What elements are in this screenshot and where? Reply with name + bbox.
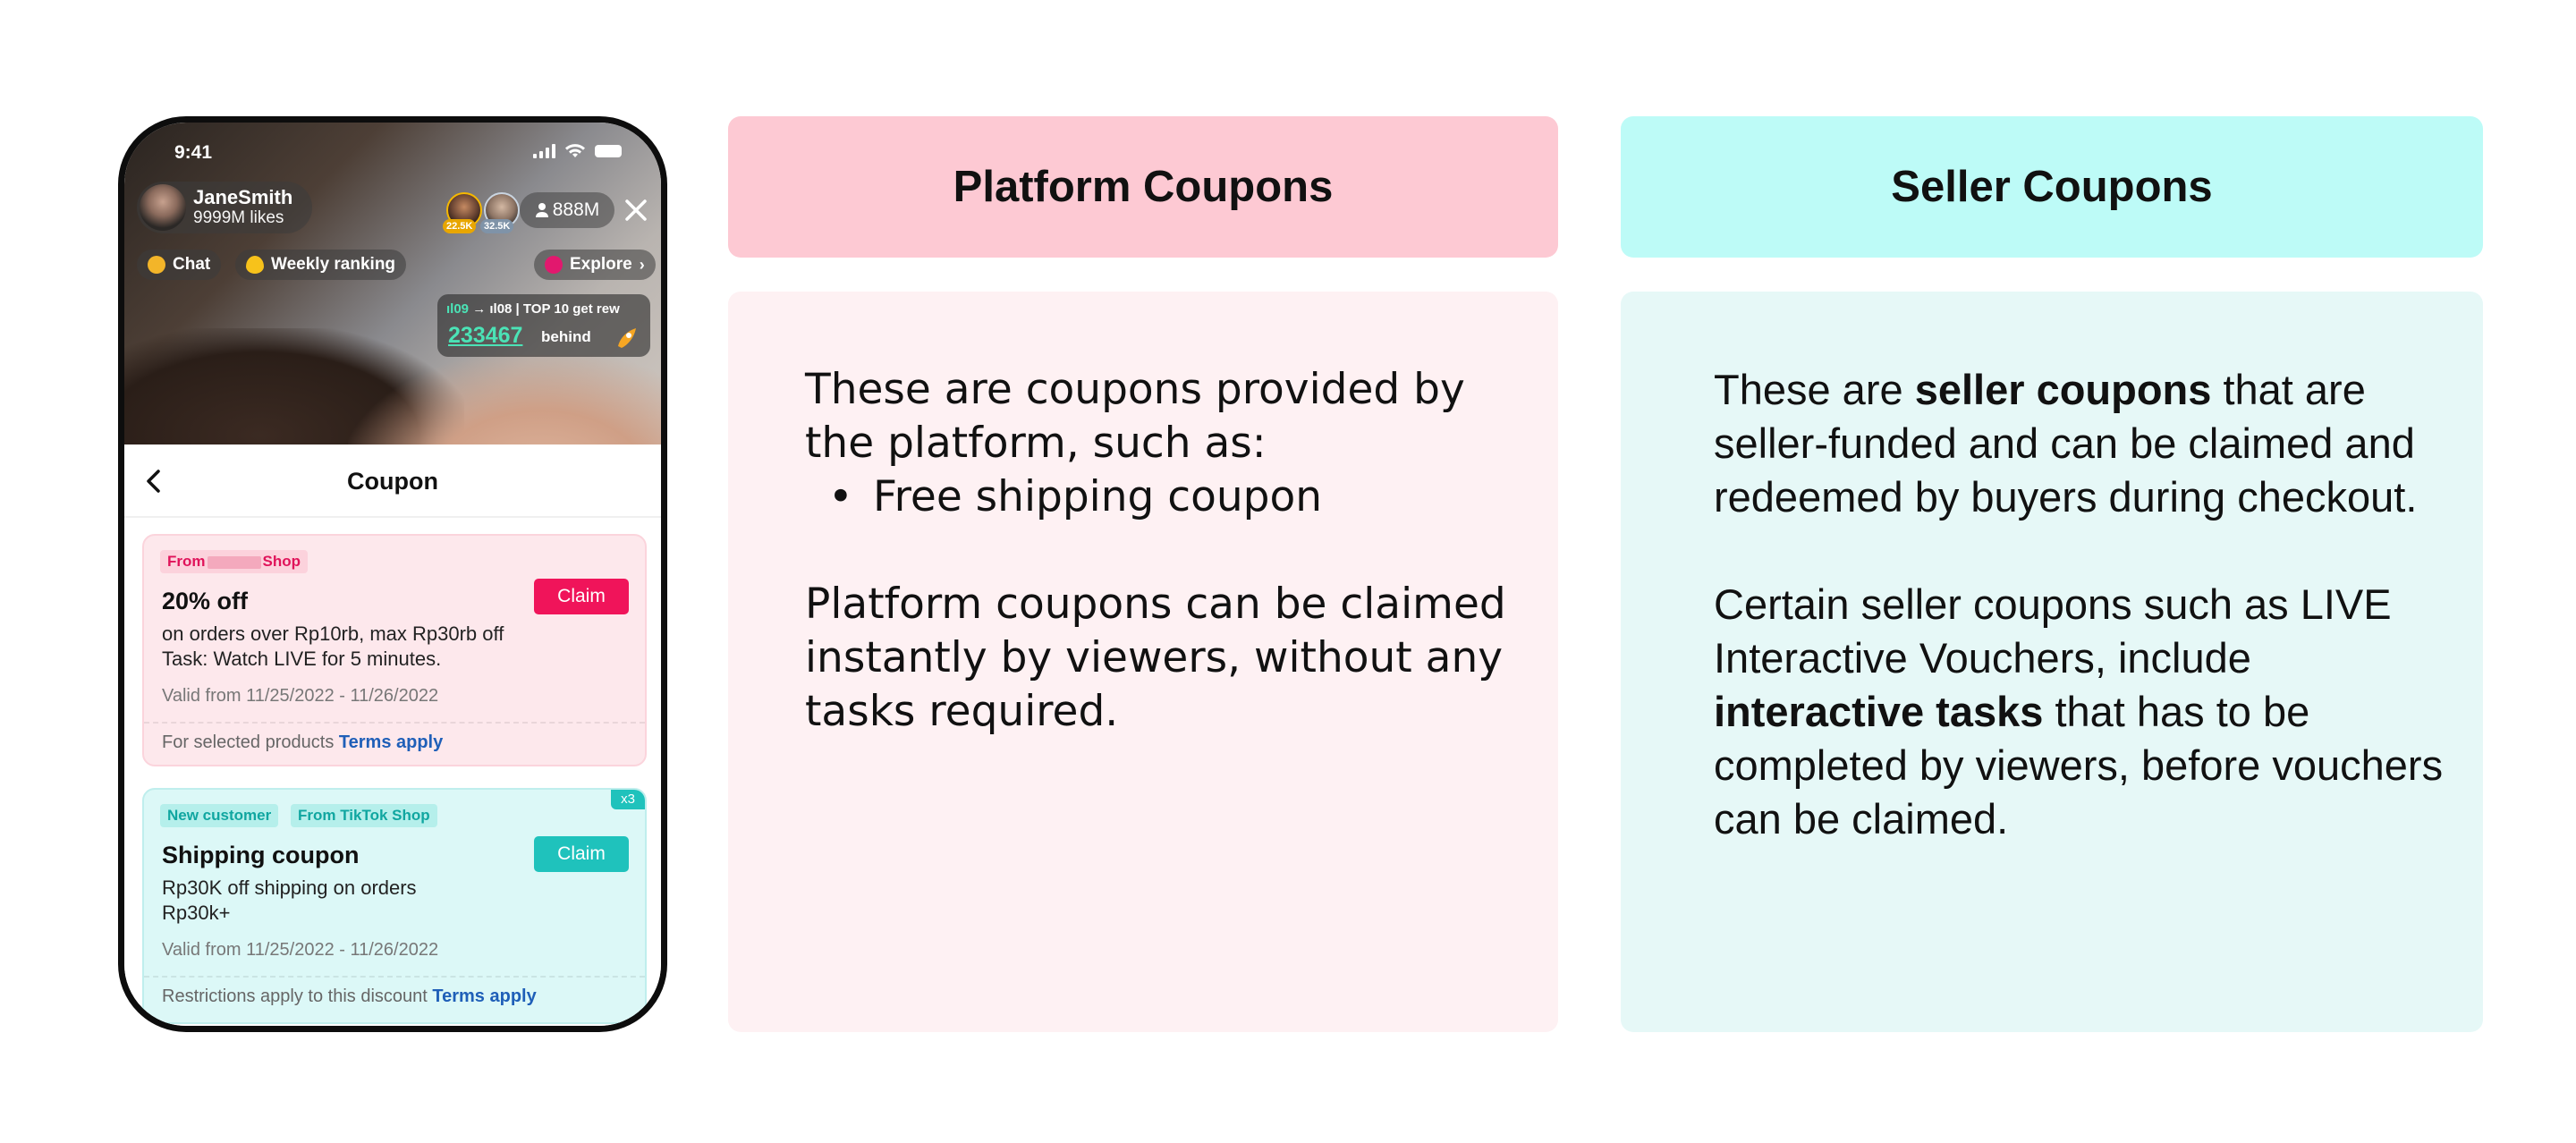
back-chevron-icon[interactable]	[140, 466, 167, 496]
coupon-desc: on orders over Rp10rb, max Rp30rb off Ta…	[162, 622, 504, 670]
seller-detail: Certain seller coupons such as LIVE Inte…	[1714, 580, 2444, 842]
platform-coupons-text: These are coupons provided by the platfo…	[805, 363, 1512, 739]
platform-coupons-heading: Platform Coupons	[728, 116, 1558, 258]
platform-coupons-panel: These are coupons provided by the platfo…	[728, 292, 1558, 1032]
chat-chip[interactable]: Chat	[137, 250, 222, 280]
viewer-count-value: 888M	[552, 199, 600, 220]
explore-icon	[545, 256, 563, 274]
weekly-ranking-chip[interactable]: Weekly ranking	[235, 250, 407, 280]
person-icon	[535, 203, 548, 217]
platform-bullet: •Free shipping coupon	[828, 472, 1323, 521]
chevron-right-icon: ›	[639, 255, 645, 274]
seller-coupons-heading: Seller Coupons	[1621, 116, 2483, 258]
battery-icon	[595, 145, 622, 157]
viewer-count[interactable]: 888M	[520, 192, 614, 228]
close-icon[interactable]	[620, 194, 652, 226]
explore-label: Explore	[570, 255, 632, 274]
host-name: JaneSmith	[193, 186, 293, 208]
coupon-footer: For selected products Terms apply	[162, 732, 444, 752]
redacted-shop-name	[207, 555, 261, 569]
seller-intro: These are seller coupons that are seller…	[1714, 366, 2418, 521]
coupon-divider	[144, 722, 645, 724]
chat-label: Chat	[173, 255, 211, 274]
flame-icon	[246, 256, 264, 274]
seller-coupons-panel: These are seller coupons that are seller…	[1621, 292, 2483, 1032]
coupon-desc: Rp30K off shipping on orders Rp30k+	[162, 876, 417, 924]
coupon-title: Shipping coupon	[162, 842, 360, 868]
new-customer-tag: New customer	[160, 804, 279, 827]
coupon-footer: Restrictions apply to this discount Term…	[162, 986, 537, 1006]
platform-intro: These are coupons provided by the platfo…	[805, 365, 1465, 468]
weekly-ranking-label: Weekly ranking	[271, 255, 396, 274]
explore-chip[interactable]: Explore ›	[534, 250, 656, 280]
host-avatar[interactable]	[140, 184, 186, 231]
coupon-validity: Valid from 11/25/2022 - 11/26/2022	[162, 686, 439, 706]
ranking-card[interactable]: ıl09 → ıl08 | TOP 10 get rew 233467 behi…	[437, 294, 650, 357]
coupon-source-tag: From TikTok Shop	[291, 804, 437, 827]
ranking-number: 233467	[448, 323, 523, 348]
sheet-header: Coupon	[124, 444, 661, 518]
rocket-icon	[618, 328, 636, 348]
platform-detail: Platform coupons can be claimed instantl…	[805, 580, 1506, 736]
host-profile[interactable]: JaneSmith 9999M likes	[137, 182, 312, 233]
chat-icon	[148, 256, 165, 274]
coupon-divider	[144, 976, 645, 978]
terms-link[interactable]: Terms apply	[338, 732, 444, 752]
ranking-progress: ıl09 → ıl08 | TOP 10 get rew	[446, 301, 620, 317]
top-viewer-badge: 32.5K	[480, 219, 514, 233]
status-icons	[533, 144, 622, 158]
ranking-behind: behind	[541, 328, 591, 345]
signal-icon	[533, 144, 555, 158]
phone-mockup: 9:41 JaneSmith 9999M likes 22.5K 32.5K 8…	[118, 116, 667, 1032]
live-stream-video	[124, 123, 661, 516]
wifi-icon	[565, 144, 585, 157]
top-viewer-badge: 22.5K	[443, 219, 477, 233]
claim-button[interactable]: Claim	[534, 579, 629, 614]
coupon-title: 20% off	[162, 588, 249, 614]
coupon-card: x3 New customer From TikTok Shop Shippin…	[142, 788, 647, 1024]
sheet-title: Coupon	[347, 468, 438, 495]
coupon-validity: Valid from 11/25/2022 - 11/26/2022	[162, 940, 439, 960]
terms-link[interactable]: Terms apply	[432, 986, 537, 1006]
seller-coupons-text: These are seller coupons that are seller…	[1714, 363, 2447, 846]
claim-button[interactable]: Claim	[534, 836, 629, 872]
host-likes: 9999M likes	[193, 208, 284, 227]
quantity-badge: x3	[611, 790, 645, 809]
status-time: 9:41	[174, 142, 213, 163]
